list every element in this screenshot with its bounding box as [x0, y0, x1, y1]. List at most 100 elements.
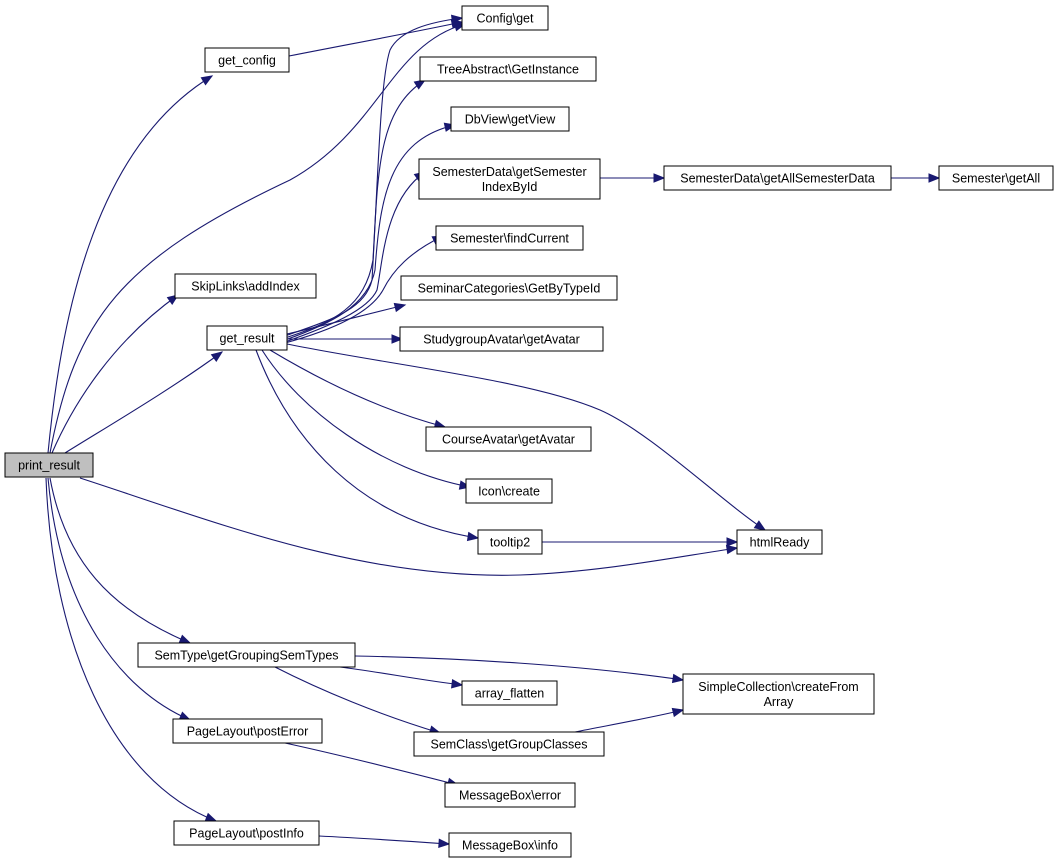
- node-semesterdata-all[interactable]: SemesterData\getAllSemesterData: [663, 165, 892, 191]
- node-label: htmlReady: [750, 536, 810, 550]
- node-semclass[interactable]: SemClass\getGroupClasses: [413, 731, 605, 757]
- node-label: PageLayout\postError: [187, 725, 309, 739]
- edge-tooltip2-to-htmlready: [542, 537, 739, 547]
- arrow-head-icon: [671, 707, 685, 718]
- node-courseavatar[interactable]: CourseAvatar\getAvatar: [425, 426, 592, 452]
- node-label: Semester\findCurrent: [450, 232, 569, 246]
- node-box: [450, 106, 570, 132]
- node-htmlready[interactable]: htmlReady: [736, 529, 823, 555]
- edge-get_result-to-seminarcategories: [286, 302, 407, 335]
- node-box: [418, 158, 601, 200]
- edge-line: [47, 75, 213, 454]
- node-get-result[interactable]: get_result: [206, 325, 288, 351]
- node-box: [206, 325, 288, 351]
- node-label: SemType\getGroupingSemTypes: [154, 649, 338, 663]
- edge-line: [269, 349, 446, 428]
- edge-line: [286, 343, 766, 531]
- node-label: Config\get: [477, 12, 535, 26]
- edge-line: [255, 349, 479, 539]
- node-pagelayout-error[interactable]: PageLayout\postError: [172, 718, 323, 744]
- edge-semtype-to-simplecollection: [354, 655, 685, 684]
- node-label: SemesterData\getAllSemesterData: [680, 172, 875, 186]
- node-label: SemesterData\getSemester: [432, 165, 586, 179]
- edge-print_result-to-pagelayout_error: [47, 477, 192, 721]
- arrow-head-icon: [451, 679, 464, 689]
- edge-line: [261, 349, 471, 488]
- node-messagebox-error[interactable]: MessageBox\error: [444, 782, 576, 808]
- node-box: [663, 165, 892, 191]
- node-box: [477, 529, 543, 555]
- nodes-layer: print_result get_config Config\getSkipLink…: [4, 5, 1054, 858]
- edge-print_result-to-get_config: [47, 75, 214, 454]
- edge-get_result-to-htmlready: [286, 343, 767, 531]
- edge-print_result-to-config_get: [49, 22, 467, 454]
- node-tooltip2[interactable]: tooltip2: [477, 529, 543, 555]
- node-box: [435, 225, 584, 251]
- node-box: [400, 275, 618, 301]
- arrow-head-icon: [393, 302, 407, 313]
- node-label: get_result: [220, 332, 275, 346]
- node-dbview[interactable]: DbView\getView: [450, 106, 570, 132]
- node-box: [204, 47, 290, 73]
- node-semester-getall[interactable]: Semester\getAll: [938, 165, 1054, 191]
- node-label: CourseAvatar\getAvatar: [442, 433, 575, 447]
- arrow-head-icon: [450, 14, 464, 25]
- edge-semesterdata_all-to-semester_getall: [891, 173, 941, 183]
- arrow-head-icon: [726, 537, 739, 547]
- edge-line: [574, 709, 684, 733]
- node-label: TreeAbstract\GetInstance: [437, 63, 579, 77]
- node-array-flatten[interactable]: array_flatten: [461, 680, 558, 706]
- node-pagelayout-info[interactable]: PageLayout\postInfo: [173, 820, 320, 846]
- node-box: [413, 731, 605, 757]
- node-label: StudygroupAvatar\getAvatar: [423, 333, 580, 347]
- node-get-config[interactable]: get_config: [204, 47, 290, 73]
- node-box: [4, 452, 94, 478]
- node-label: print_result: [18, 459, 80, 473]
- edge-line: [49, 477, 191, 644]
- edge-line: [354, 655, 684, 681]
- edge-pagelayout_info-to-messagebox_info: [318, 835, 451, 849]
- node-label: Array: [764, 695, 795, 709]
- node-label: Icon\create: [478, 485, 540, 499]
- node-messagebox-info[interactable]: MessageBox\info: [448, 832, 572, 858]
- node-box: [448, 832, 572, 858]
- node-box: [419, 56, 597, 82]
- node-studygroupavatar[interactable]: StudygroupAvatar\getAvatar: [399, 326, 604, 352]
- node-box: [137, 642, 356, 668]
- edge-line: [286, 304, 406, 335]
- node-icon-create[interactable]: Icon\create: [465, 478, 553, 504]
- edge-line: [45, 477, 217, 822]
- edge-line: [274, 666, 441, 734]
- node-label: get_config: [218, 54, 276, 68]
- node-label: MessageBox\info: [462, 839, 558, 853]
- node-label: IndexById: [482, 180, 538, 194]
- node-box: [399, 326, 604, 352]
- node-skiplinks[interactable]: SkipLinks\addIndex: [174, 273, 317, 299]
- edge-print_result-to-get_result: [64, 351, 224, 454]
- arrow-head-icon: [200, 75, 214, 86]
- node-print-result[interactable]: print_result: [4, 452, 94, 478]
- edge-line: [339, 666, 463, 686]
- edge-get_result-to-courseavatar: [269, 349, 447, 429]
- arrow-head-icon: [391, 334, 404, 344]
- edge-get_config-to-config_get: [288, 19, 464, 57]
- node-semtype[interactable]: SemType\getGroupingSemTypes: [137, 642, 356, 668]
- edge-line: [49, 23, 466, 454]
- node-config-get[interactable]: Config\get: [461, 5, 549, 31]
- node-treeabstract[interactable]: TreeAbstract\GetInstance: [419, 56, 597, 82]
- edge-line: [284, 124, 456, 341]
- edge-line: [284, 79, 426, 339]
- arrow-head-icon: [671, 673, 685, 684]
- arrow-head-icon: [725, 544, 739, 555]
- edge-get_result-to-tooltip2: [255, 349, 480, 542]
- edge-semtype-to-array_flatten: [339, 666, 464, 689]
- node-seminarcategories[interactable]: SeminarCategories\GetByTypeId: [400, 275, 618, 301]
- edge-line: [51, 294, 179, 454]
- arrow-head-icon: [653, 173, 666, 183]
- node-semester-findcurrent[interactable]: Semester\findCurrent: [435, 225, 584, 251]
- arrow-head-icon: [928, 173, 941, 183]
- node-box: [461, 5, 549, 31]
